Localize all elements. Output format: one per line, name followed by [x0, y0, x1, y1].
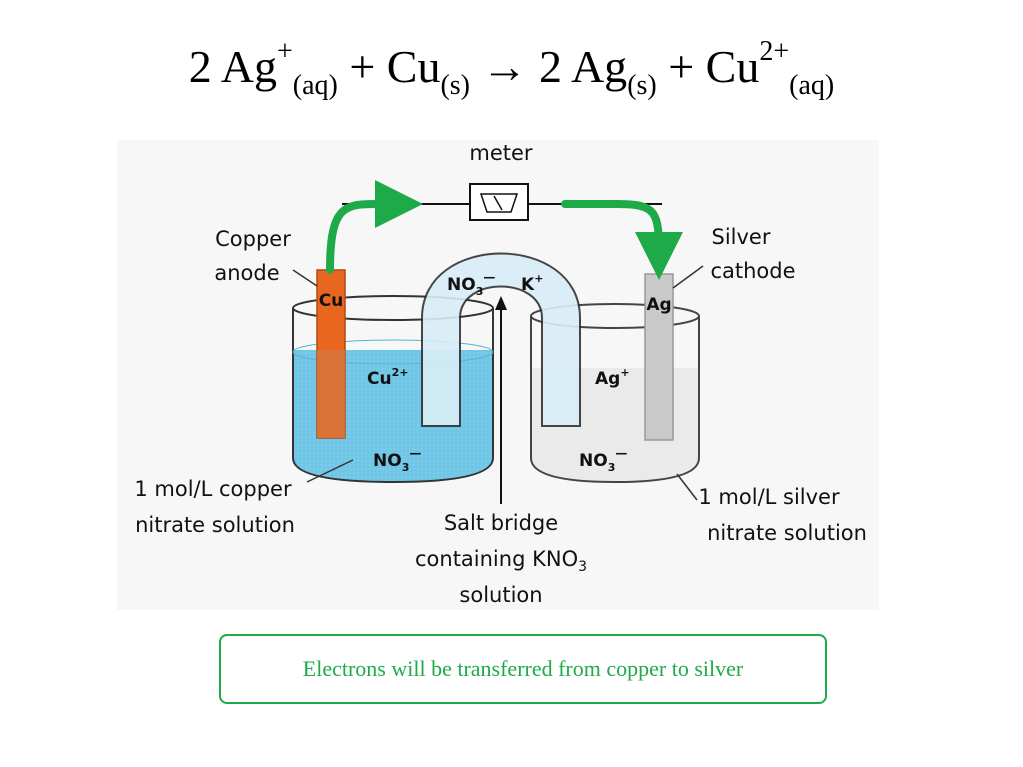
salt-bridge-label-line2: containing KNO3	[415, 547, 587, 575]
bridge-nitrate-label: NO3—	[447, 270, 495, 298]
copper-solution-label-line2: nitrate solution	[135, 513, 295, 537]
silver-ion-label: Ag+	[595, 366, 630, 389]
reaction-equation: 2 Ag+(aq) + Cu(s) → 2 Ag(s) + Cu2+(aq)	[0, 38, 1023, 100]
right-beaker	[530, 316, 700, 484]
silver-cathode-label-line1: Silver	[712, 225, 771, 249]
silver-cathode-label-line2: cathode	[710, 259, 795, 283]
eq-sup: 2+	[759, 36, 790, 67]
galvanic-cell-diagram: meter NO3— K+ Cu Ag Cu2+ NO3— Ag+ NO3— C…	[117, 140, 879, 610]
eq-part: + Cu	[656, 41, 760, 92]
left-nitrate-label: NO3—	[373, 446, 421, 474]
meter-icon	[469, 183, 529, 221]
silver-solution-label-line2: nitrate solution	[707, 521, 867, 545]
eq-part: + Cu	[337, 41, 441, 92]
eq-sub: (s)	[440, 70, 470, 101]
salt-bridge	[421, 252, 581, 427]
copper-anode-label-line2: anode	[214, 261, 279, 285]
silver-electrode-label: Ag	[646, 295, 671, 315]
copper-electrode-label: Cu	[319, 291, 344, 311]
note-text: Electrons will be transferred from coppe…	[302, 656, 744, 681]
cell-svg: meter NO3— K+ Cu Ag Cu2+ NO3— Ag+ NO3— C…	[134, 141, 867, 607]
salt-bridge-label-line3: solution	[459, 583, 542, 607]
electron-flow-arrow-left	[326, 180, 423, 274]
left-beaker	[292, 308, 494, 484]
copper-ion-label: Cu2+	[367, 366, 408, 389]
eq-arrow: → 2 Ag	[470, 41, 628, 92]
electron-flow-arrow-right	[561, 200, 683, 280]
copper-solution-label-line1: 1 mol/L copper	[134, 477, 292, 501]
silver-solution-label-line1: 1 mol/L silver	[698, 485, 840, 509]
eq-sub: (aq)	[292, 70, 338, 101]
eq-sub: (aq)	[789, 70, 835, 101]
eq-sub: (s)	[627, 70, 657, 101]
bridge-potassium-label: K+	[521, 272, 543, 295]
silver-electrode	[644, 273, 674, 441]
meter-label: meter	[469, 141, 533, 165]
electron-transfer-note: Electrons will be transferred from coppe…	[219, 634, 827, 704]
eq-sup: +	[276, 36, 293, 67]
copper-anode-label-line1: Copper	[215, 227, 291, 251]
right-nitrate-label: NO3—	[579, 446, 627, 474]
salt-bridge-label-line1: Salt bridge	[444, 511, 558, 535]
eq-part: 2 Ag	[188, 41, 277, 92]
